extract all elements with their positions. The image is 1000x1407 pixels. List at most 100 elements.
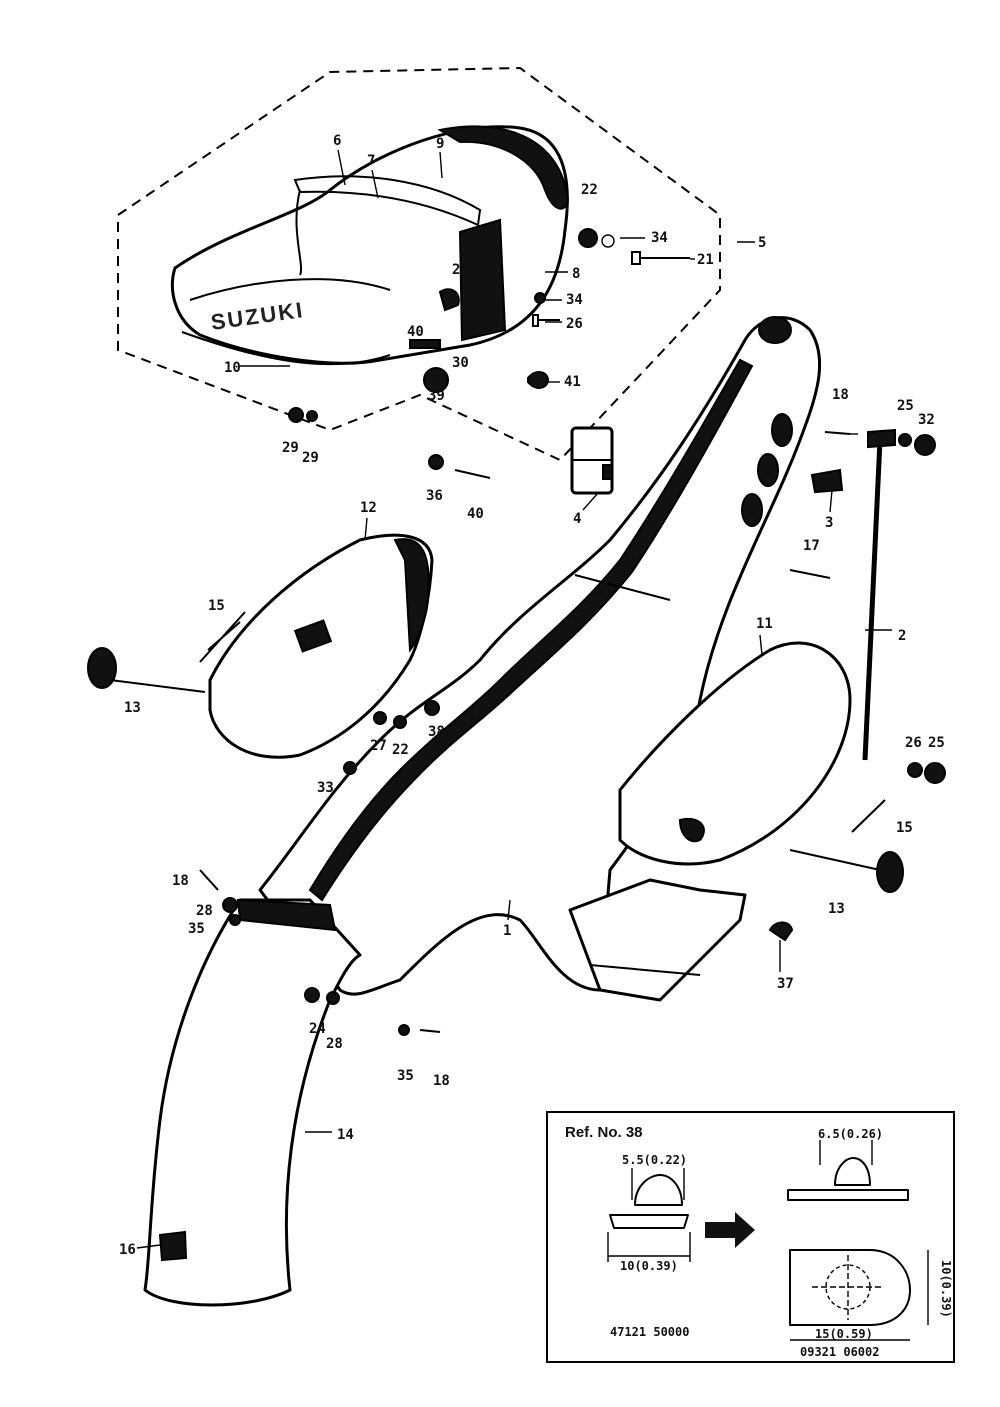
washer-29a-part [288,407,304,423]
frame-channel [308,358,754,902]
nut-25b-part [924,762,946,784]
callout-21: 21 [697,252,714,268]
callout-15a: 15 [208,598,225,614]
callout-26b: 26 [905,735,922,751]
callout-28b: 28 [326,1036,343,1052]
washer-35a-part [229,914,241,926]
bolt-13a-part [109,679,206,693]
inset-part-no-right: 09321 06002 [800,1345,879,1359]
callout-3: 3 [825,515,833,531]
bolt-18c-part [419,1029,441,1033]
callout-11: 11 [756,616,773,632]
seat-group-boundary [117,66,721,462]
nut-22-part [578,228,598,248]
bolt-18a-part [824,431,851,435]
callout-18a: 18 [832,387,849,403]
nut-24-part [304,987,320,1003]
callout-33: 33 [317,780,334,796]
inset-dim-vertical: 10(0.39) [939,1260,953,1318]
washer-36-part [428,454,444,470]
callout-22a: 22 [581,182,598,198]
washer-25a-part [898,433,912,447]
callout-34a: 34 [651,230,668,246]
knob-13b-part [876,851,904,893]
bolt-17-part [789,569,831,579]
callout-12: 12 [360,500,377,516]
callout-25a: 25 [897,398,914,414]
inset-title: Ref. No. 38 [565,1124,643,1141]
frame-rear-bracket [568,878,747,1002]
callout-24: 24 [309,1021,326,1037]
cushion-39-part [423,367,449,393]
callout-37: 37 [777,976,794,992]
inset-dim-bottom-left: 10(0.39) [620,1259,678,1273]
inset-part-no-left: 47121 50000 [610,1325,689,1339]
callout-4: 4 [573,511,581,527]
callout-35b: 35 [397,1068,414,1084]
rear-fender-14 [143,898,362,1307]
callout-2: 2 [898,628,906,644]
frame-cross-tube [574,574,671,601]
seat-lock-part [570,426,614,495]
callout-40b: 40 [467,506,484,522]
bolt-21-part [631,251,690,265]
callout-9: 9 [436,136,444,152]
callout-7: 7 [367,153,375,169]
callout-17: 17 [803,538,820,554]
callout-13a: 13 [124,700,141,716]
clip-15b-part [851,799,886,833]
washer-28b-part [326,991,340,1005]
rod-2-head [867,428,896,449]
frame-hole-3 [741,493,763,527]
washer-34b-part [534,292,546,304]
washer-29b-part [306,410,318,422]
callout-10: 10 [224,360,241,376]
frame-hole-2 [757,453,779,487]
bolt-37-part [768,921,794,942]
callout-40a: 40 [407,324,424,340]
callout-29a: 29 [282,440,299,456]
side-cover-11 [618,641,852,866]
callout-15b: 15 [896,820,913,836]
washer-27-part [373,711,387,725]
callout-32: 32 [918,412,935,428]
callout-29b: 29 [302,450,319,466]
callout-39: 39 [428,388,445,404]
callout-35a: 35 [188,921,205,937]
callout-30: 30 [452,355,469,371]
hook-23-part [438,288,460,312]
inset-dim-top-right: 6.5(0.26) [818,1127,883,1141]
bolt-13b-part [789,849,881,871]
callout-28a: 28 [196,903,213,919]
callout-41: 41 [564,374,581,390]
callout-22b: 22 [392,742,409,758]
callout-6: 6 [333,133,341,149]
washer-34-part [601,234,615,248]
clip-15a-part [199,611,246,663]
callout-26: 26 [566,316,583,332]
callout-8: 8 [572,266,580,282]
bolt-18b-part [199,869,219,891]
inset-dim-bottom-right: 15(0.59) [815,1327,873,1341]
callout-23: 23 [452,262,469,278]
inset-arrow-icon [705,1212,755,1248]
callout-14: 14 [337,1127,354,1143]
knob-13a-part [87,647,117,689]
callout-36: 36 [426,488,443,504]
bolt-40-part [454,469,491,479]
leader-lines [136,149,892,1249]
callout-25b: 25 [928,735,945,751]
washer-26b-part [907,762,923,778]
bolt-26-part [532,314,560,327]
reference-inset: Ref. No. 38 5.5(0.22) 10(0.39) 6.5(0.26)… [546,1111,955,1363]
nut-32-part [914,434,936,456]
callout-38: 38 [428,724,445,740]
callout-16: 16 [119,1242,136,1258]
clamp-3-part [810,468,844,494]
callout-5: 5 [758,235,766,251]
nut-38-part [424,700,440,716]
washer-22b-part [393,715,407,729]
callout-34b: 34 [566,292,583,308]
knob-41-part [527,371,550,389]
